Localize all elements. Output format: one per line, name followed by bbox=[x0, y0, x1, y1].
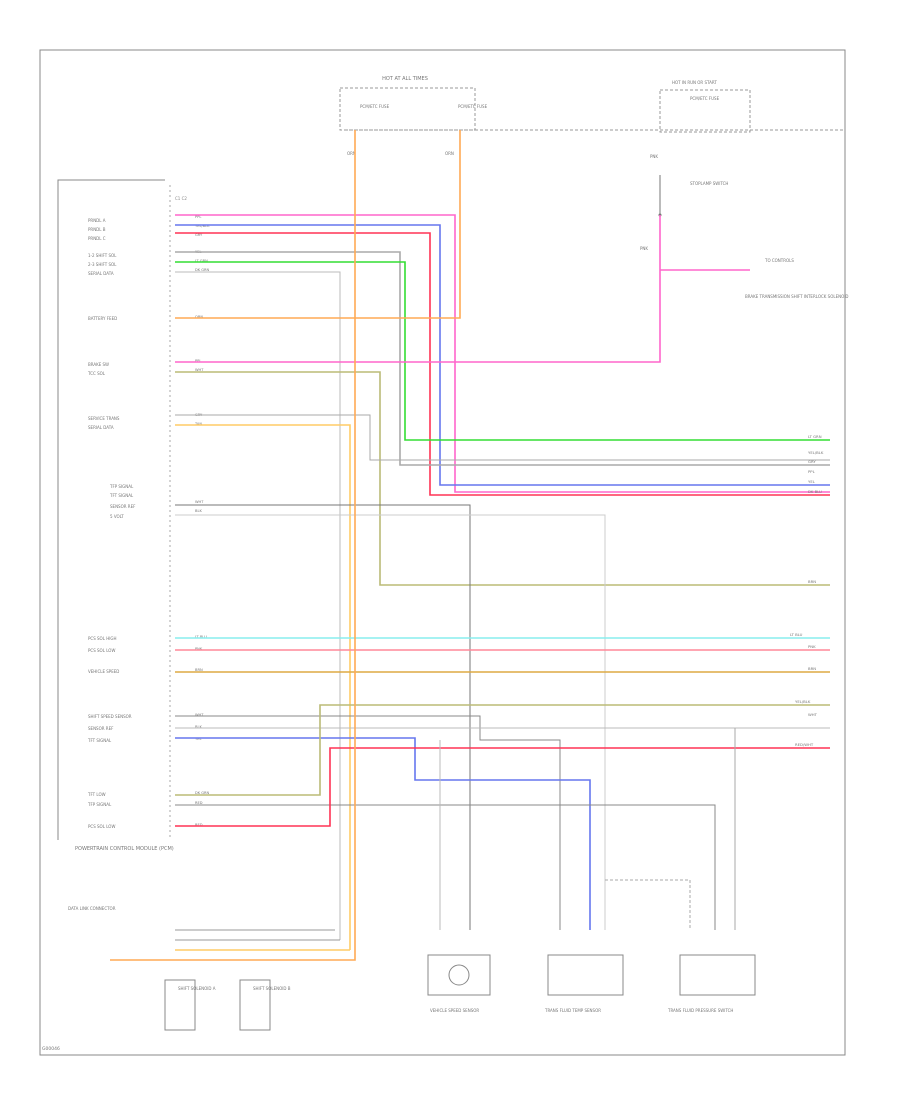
wire-label-19: YEL bbox=[195, 737, 201, 741]
fuse1-label: PCM/ETC FUSE bbox=[360, 104, 390, 109]
pin-label-23: TFP SIGNAL bbox=[87, 802, 112, 807]
pin-label-22: TFT LOW bbox=[87, 792, 106, 797]
pin-label-5: 2-3 SHIFT SOL bbox=[88, 262, 117, 267]
pin-label-13: TFT SIGNAL bbox=[109, 493, 134, 498]
pin-label-6: SERIAL DATA bbox=[88, 271, 114, 276]
wire-label-18: BLK bbox=[195, 725, 202, 729]
wire-label-21: RED bbox=[195, 801, 203, 805]
pin-label-19: SHIFT SPEED SENSOR bbox=[88, 714, 132, 719]
wire-labels: PPL YEL/BLK GRY YEL LT GRN DK GRN ORN PP… bbox=[194, 215, 210, 827]
pcm-outline bbox=[57, 179, 165, 840]
right-tags: LT GRN YEL/BLK GRY PPL YEL DK BLU BRN LT… bbox=[790, 434, 824, 747]
pin-label-7: BATTERY FEED bbox=[88, 316, 117, 321]
pin-label-16: PCS SOL HIGH bbox=[88, 636, 117, 641]
fuse-block: HOT AT ALL TIMES PCM/ETC FUSE PCM/ETC FU… bbox=[339, 76, 488, 156]
wire-label-22: RED bbox=[195, 823, 203, 827]
pin-label-4: 1-2 SHIFT SOL bbox=[88, 253, 117, 258]
pin-label-3: PRNDL C bbox=[88, 236, 106, 241]
pin-label-2: PRNDL B bbox=[88, 227, 106, 232]
fuse1-wire: ORN bbox=[347, 151, 356, 156]
tft-label: TRANS FLUID TEMP SENSOR bbox=[544, 1008, 601, 1013]
pin-label-20: SENSOR REF bbox=[88, 726, 114, 731]
right-tag-2: YEL/BLK bbox=[808, 450, 824, 455]
right-tag-5: YEL bbox=[808, 479, 816, 484]
wire-label-8: PPL bbox=[195, 359, 201, 363]
pin-label-11: SERIAL DATA bbox=[88, 425, 114, 430]
shift-solenoid-a: SHIFT SOLENOID A bbox=[178, 986, 216, 991]
ignition-title: HOT IN RUN OR START bbox=[672, 80, 717, 85]
pin-label-17: PCS SOL LOW bbox=[88, 648, 115, 653]
right-tag-11: YEL/BLK bbox=[795, 699, 811, 704]
wire-label-9: WHT bbox=[195, 368, 204, 372]
pin-label-9: TCC SOL bbox=[87, 371, 106, 376]
wire-label-5: LT GRN bbox=[195, 259, 208, 263]
wire-label-7: ORN bbox=[195, 315, 203, 319]
data-link-connector: DATA LINK CONNECTOR SHIFT SOLENOID A SHI… bbox=[68, 906, 291, 1031]
right-tag-3: GRY bbox=[808, 459, 816, 464]
right-note-title: TO CONTROLS bbox=[764, 258, 794, 263]
right-tag-7: BRN bbox=[808, 579, 816, 584]
fuse-block-title: HOT AT ALL TIMES bbox=[382, 76, 428, 82]
right-tag-9: PNK bbox=[808, 644, 816, 649]
wire-label-1: PPL bbox=[195, 215, 201, 219]
pin-label-1: PRNDL A bbox=[88, 218, 106, 223]
wire-label-6: DK GRN bbox=[195, 268, 210, 272]
pin-label-10: SERVICE TRANS bbox=[88, 416, 120, 421]
connector-pins: C1 C2 bbox=[175, 196, 187, 201]
stoplamp-switch-label: STOPLAMP SWITCH bbox=[690, 181, 728, 186]
pin-label-12: TFP SIGNAL bbox=[109, 484, 134, 489]
trans-fluid-pressure-switch: TRANS FLUID PRESSURE SWITCH bbox=[667, 954, 756, 1013]
pin-label-21: TFT SIGNAL bbox=[87, 738, 112, 743]
right-tag-4: PPL bbox=[808, 469, 816, 474]
pin-label-24: PCS SOL LOW bbox=[88, 824, 115, 829]
wire-label-12: WHT bbox=[195, 500, 204, 504]
diagram-frame bbox=[39, 49, 846, 1056]
wire-label-3: GRY bbox=[195, 233, 203, 237]
pin-label-18: VEHICLE SPEED bbox=[88, 669, 119, 674]
dlc-title: DATA LINK CONNECTOR bbox=[68, 906, 116, 911]
wire-label-17: WHT bbox=[195, 713, 204, 717]
fuse2-label: PCM/ETC FUSE bbox=[458, 104, 488, 109]
right-tag-1: LT GRN bbox=[808, 434, 822, 439]
wire-label-16: BRN bbox=[195, 668, 203, 672]
right-tag-12: WHT bbox=[808, 712, 818, 717]
vss-label: VEHICLE SPEED SENSOR bbox=[430, 1008, 479, 1013]
right-tag-10: BRN bbox=[808, 666, 816, 671]
trans-fluid-temp-sensor: TRANS FLUID TEMP SENSOR bbox=[544, 954, 624, 1013]
pin-label-15: 5 VOLT bbox=[110, 514, 124, 519]
pin-label-14: SENSOR REF bbox=[110, 504, 136, 509]
right-note: TO CONTROLS BRAKE TRANSMISSION SHIFT INT… bbox=[745, 258, 849, 299]
footer-code: G00046 bbox=[42, 1046, 60, 1052]
pin-labels: PRNDL A PRNDL B PRNDL C 1-2 SHIFT SOL 2-… bbox=[87, 218, 136, 829]
wire-label-2: YEL/BLK bbox=[195, 224, 210, 228]
wire-label-14: LT BLU bbox=[195, 635, 207, 639]
right-tag-8: LT BLU bbox=[790, 632, 803, 637]
stoplamp-wire: PNK bbox=[640, 246, 648, 251]
wire-label-11: TAN bbox=[194, 422, 202, 426]
wires bbox=[110, 130, 830, 961]
right-note-body: BRAKE TRANSMISSION SHIFT INTERLOCK SOLEN… bbox=[745, 294, 849, 299]
ignition-text: PCM/ETC FUSE bbox=[690, 96, 720, 101]
stoplamp-switch: STOPLAMP SWITCH PNK bbox=[640, 175, 728, 251]
fuse2-wire: ORN bbox=[445, 151, 454, 156]
wire-label-15: PNK bbox=[195, 647, 203, 651]
pin-label-8: BRAKE SW bbox=[88, 362, 109, 367]
tfp-label: TRANS FLUID PRESSURE SWITCH bbox=[667, 1008, 733, 1013]
shift-solenoid-b: SHIFT SOLENOID B bbox=[253, 986, 291, 991]
vehicle-speed-sensor: VEHICLE SPEED SENSOR bbox=[427, 954, 491, 1013]
wire-label-13: BLK bbox=[195, 509, 202, 513]
ignition-wire: PNK bbox=[650, 154, 658, 159]
ignition-block: HOT IN RUN OR START PCM/ETC FUSE PNK bbox=[650, 80, 751, 159]
wire-label-20: DK GRN bbox=[195, 791, 210, 795]
right-tag-6: DK BLU bbox=[808, 489, 822, 494]
right-tag-13: RED/WHT bbox=[795, 742, 814, 747]
pcm-label: POWERTRAIN CONTROL MODULE (PCM) bbox=[75, 846, 174, 852]
